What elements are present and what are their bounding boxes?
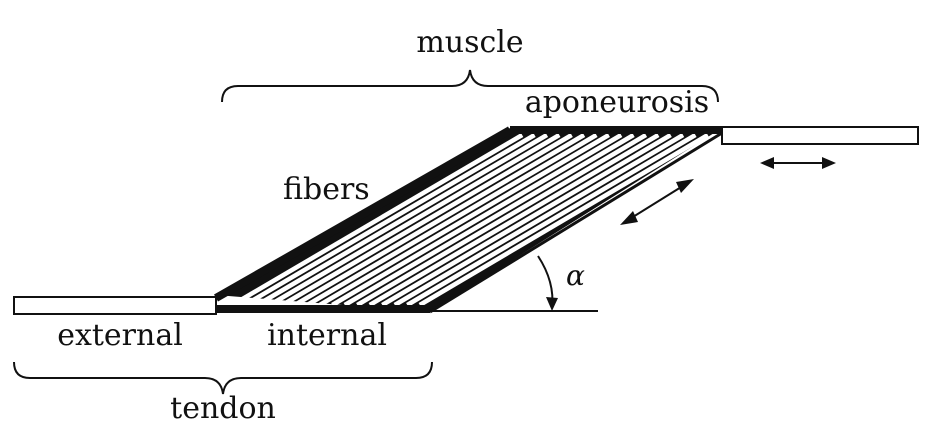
double-arrow-icon xyxy=(620,179,694,225)
tendon-brace xyxy=(14,362,432,394)
internal-label: internal xyxy=(267,318,387,353)
external-tendon-left xyxy=(14,297,216,314)
muscle-fibers xyxy=(216,128,722,312)
alpha-label: α xyxy=(566,259,585,292)
external-label: external xyxy=(57,318,183,353)
tendon-label: tendon xyxy=(170,391,276,421)
external-tendon-right xyxy=(722,127,918,144)
arc-arrowhead xyxy=(546,297,558,311)
fibers-label: fibers xyxy=(283,172,370,207)
double-arrow-icon xyxy=(760,157,836,169)
muscle-label: muscle xyxy=(416,25,523,60)
aponeurosis-label: aponeurosis xyxy=(525,85,709,120)
